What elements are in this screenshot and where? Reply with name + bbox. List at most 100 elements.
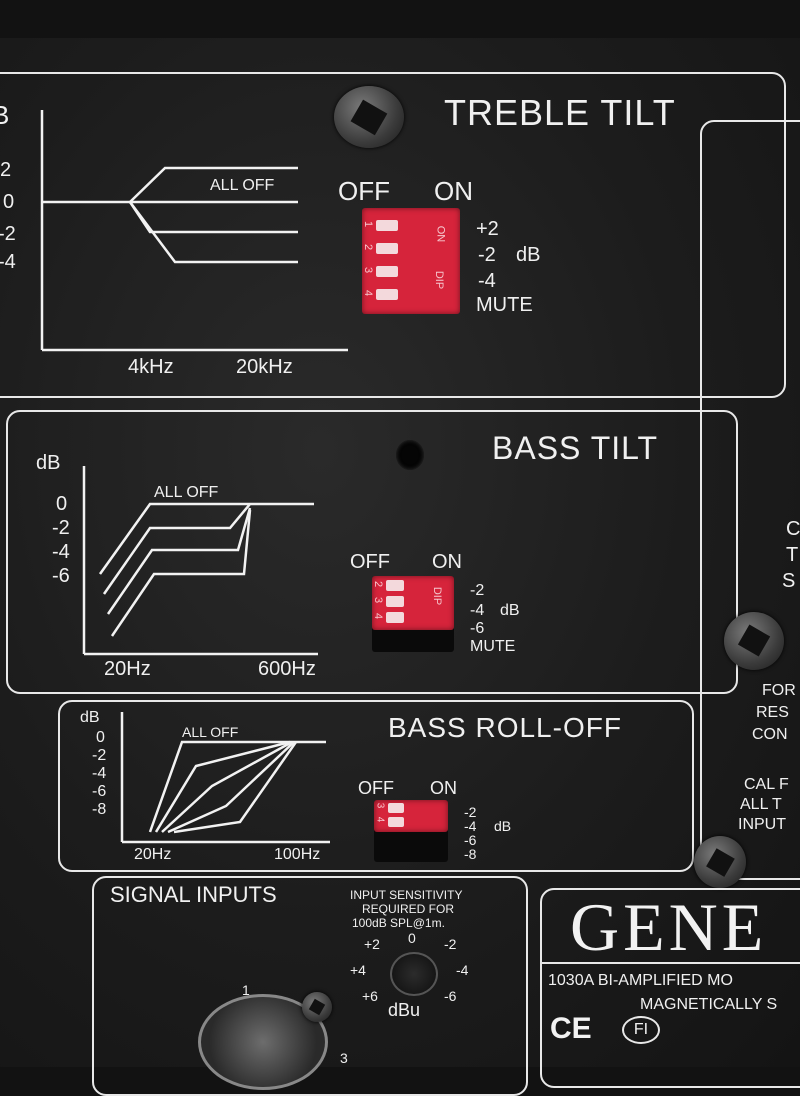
treble-freq-high: 20kHz [236, 356, 293, 378]
bass-rolloff-axis-minus6: -6 [92, 783, 107, 800]
bass-rolloff-switch-4[interactable] [388, 817, 404, 827]
right-partial-res: RES [756, 704, 789, 721]
right-partial-con: CON [752, 726, 788, 743]
knob-mark-minus4: -4 [456, 962, 469, 978]
treble-switch-3[interactable] [376, 266, 398, 277]
bass-tilt-section [6, 410, 738, 694]
treble-db-unit: dB [516, 244, 541, 266]
treble-switch-4[interactable] [376, 289, 398, 300]
right-partial-s: S [782, 570, 796, 592]
bass-tilt-off-label: OFF [350, 551, 390, 573]
fi-mark: FI [622, 1016, 660, 1044]
genelec-logo: GENE [570, 889, 768, 965]
right-info-section [700, 120, 800, 880]
bass-rolloff-freq-high: 100Hz [274, 846, 321, 863]
bass-tilt-setting-minus4: -4 [470, 602, 485, 619]
bass-rolloff-switch-num-4: 4 [374, 816, 386, 823]
bass-rolloff-db-unit: dB [494, 818, 512, 834]
treble-tilt-title: TREBLE TILT [444, 92, 676, 133]
treble-tilt-section [0, 72, 786, 398]
bass-tilt-switch-2[interactable] [386, 580, 404, 591]
bass-tilt-db-label: dB [36, 452, 61, 474]
sensitivity-line-1: INPUT SENSITIVITY [350, 888, 463, 902]
treble-setting-minus4: -4 [478, 270, 496, 292]
treble-axis-minus2: -2 [0, 223, 16, 245]
knob-mark-minus2: -2 [444, 936, 457, 952]
knob-unit-label: dBu [388, 1000, 421, 1020]
bass-rolloff-all-off-label: ALL OFF [182, 724, 239, 740]
bass-tilt-freq-low: 20Hz [104, 658, 151, 680]
bass-tilt-setting-minus2: -2 [470, 582, 485, 599]
bass-tilt-switch-3[interactable] [386, 596, 404, 607]
bass-rolloff-axis-minus8: -8 [92, 801, 107, 818]
treble-axis-0: 0 [3, 191, 15, 213]
bass-rolloff-title: BASS ROLL-OFF [388, 712, 622, 743]
signal-inputs-title: SIGNAL INPUTS [110, 882, 277, 907]
brand-divider [540, 962, 800, 964]
xlr-pin-3-label: 3 [340, 1050, 348, 1066]
bass-tilt-dip-switch[interactable]: 2 3 4 DIP [372, 576, 454, 630]
bass-rolloff-freq-low: 20Hz [134, 846, 172, 863]
input-sensitivity-knob[interactable] [390, 952, 438, 996]
bass-rolloff-setting-minus8: -8 [464, 846, 477, 862]
sensitivity-line-2: REQUIRED FOR [362, 902, 455, 916]
bass-rolloff-dip-switch[interactable]: 3 4 [374, 800, 448, 832]
bass-tilt-all-off-label: ALL OFF [154, 484, 219, 501]
ce-mark: CE [550, 1012, 592, 1045]
right-partial-all: ALL T [740, 796, 782, 813]
right-partial-cal: CAL F [744, 776, 789, 793]
knob-mark-plus6: +6 [362, 988, 378, 1004]
xlr-pin-1-label: 1 [242, 982, 250, 998]
sensitivity-line-3: 100dB SPL@1m. [352, 916, 445, 930]
treble-axis-2: 2 [0, 159, 12, 181]
knob-mark-minus6: -6 [444, 988, 457, 1004]
bass-tilt-axis-minus6: -6 [52, 565, 70, 587]
right-partial-c: C [786, 518, 800, 540]
treble-setting-minus2: -2 [478, 244, 496, 266]
right-partial-for: FOR [762, 682, 796, 699]
treble-tilt-graph [40, 110, 348, 352]
bass-rolloff-db-label: dB [80, 709, 100, 726]
bass-rolloff-axis-minus2: -2 [92, 747, 107, 764]
treble-axis-minus4: -4 [0, 251, 16, 273]
treble-switch-1[interactable] [376, 220, 398, 231]
bass-rolloff-graph [120, 712, 330, 844]
mounting-hole [396, 440, 424, 470]
xlr-latch-screw [302, 992, 332, 1022]
bass-rolloff-switch-3[interactable] [388, 803, 404, 813]
panel-screw [334, 86, 404, 148]
right-panel-screw-1 [724, 612, 784, 670]
bass-tilt-axis-minus2: -2 [52, 517, 70, 539]
right-partial-t: T [786, 544, 799, 566]
bass-tilt-on-label: ON [432, 551, 462, 573]
brand-model-line: 1030A BI-AMPLIFIED MO [548, 972, 733, 989]
bass-rolloff-section [58, 700, 694, 872]
bass-rolloff-axis-minus4: -4 [92, 765, 107, 782]
treble-on-label: ON [434, 176, 473, 206]
treble-freq-low: 4kHz [128, 356, 174, 378]
bass-rolloff-off-label: OFF [358, 778, 394, 798]
treble-db-label: B [0, 100, 10, 130]
treble-off-label: OFF [338, 176, 390, 206]
treble-switch-2[interactable] [376, 243, 398, 254]
bass-tilt-setting-minus6: -6 [470, 620, 485, 637]
bass-tilt-switch-4[interactable] [386, 612, 404, 623]
bass-rolloff-on-label: ON [430, 778, 457, 798]
bass-rolloff-setting-minus4: -4 [464, 818, 477, 834]
bass-tilt-axis-0: 0 [56, 493, 68, 515]
bass-tilt-axis-minus4: -4 [52, 541, 70, 563]
bass-tilt-title: BASS TILT [492, 430, 659, 466]
bass-tilt-freq-high: 600Hz [258, 658, 316, 680]
knob-mark-plus4: +4 [350, 962, 366, 978]
bass-tilt-setting-mute: MUTE [470, 638, 516, 655]
bass-rolloff-axis-0: 0 [96, 729, 105, 746]
treble-all-off-label: ALL OFF [210, 177, 275, 194]
treble-tilt-dip-switch[interactable]: 1 2 3 4 ON DIP [362, 208, 460, 314]
bass-rolloff-setting-minus6: -6 [464, 832, 477, 848]
bass-tilt-graph [82, 466, 318, 656]
right-panel-screw-2 [694, 836, 746, 888]
bass-rolloff-setting-minus2: -2 [464, 804, 477, 820]
bass-rolloff-switch-num-3: 3 [374, 802, 386, 809]
knob-mark-0: 0 [408, 930, 416, 946]
bass-tilt-db-unit: dB [500, 602, 520, 619]
